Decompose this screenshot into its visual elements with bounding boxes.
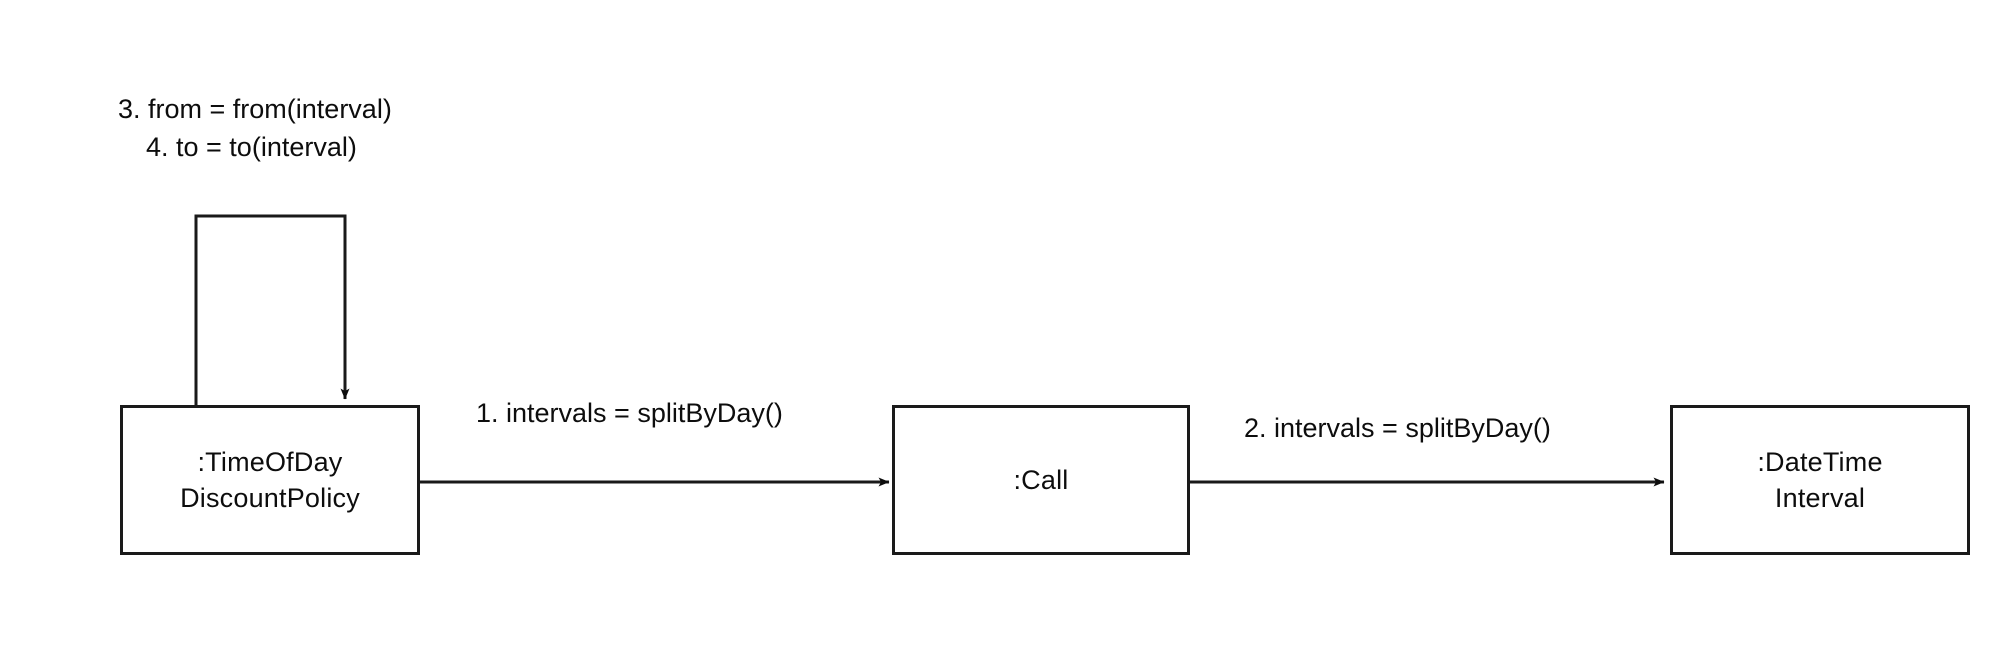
object-box-date-time-interval[interactable]: :DateTime Interval (1670, 405, 1970, 555)
self-message-label-4: 4. to = to(interval) (146, 132, 357, 162)
message-label-2: 2. intervals = splitByDay() (1244, 413, 1551, 443)
object-label-line-2: Interval (1774, 483, 1866, 513)
message-label-1: 1. intervals = splitByDay() (476, 398, 783, 428)
object-label-line-2: DiscountPolicy (180, 483, 360, 513)
object-box-call[interactable]: :Call (892, 405, 1190, 555)
self-message-arrow-3-4 (194, 214, 350, 405)
object-label-line-1: :TimeOfDay (197, 447, 343, 477)
object-label-line-1: :DateTime (1757, 447, 1883, 477)
object-box-time-of-day-discount-policy[interactable]: :TimeOfDay DiscountPolicy (120, 405, 420, 555)
self-message-label-3: 3. from = from(interval) (118, 94, 392, 124)
object-label-line-1: :Call (1013, 465, 1069, 495)
